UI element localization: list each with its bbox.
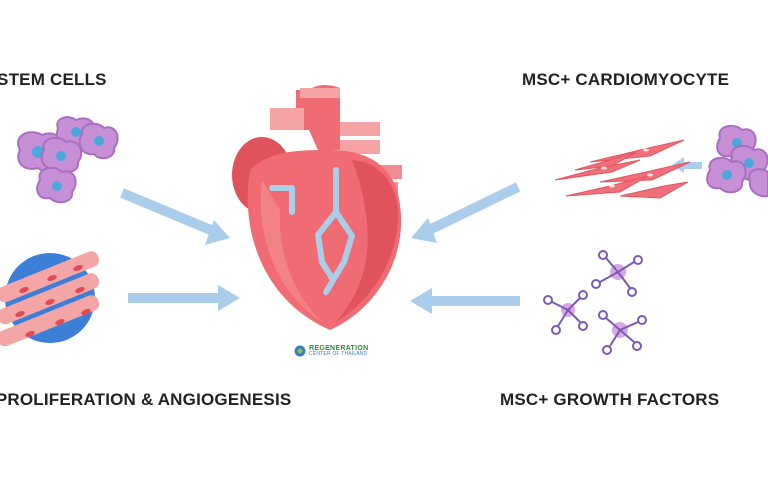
stem-cell	[748, 168, 768, 198]
label-stem-cells: + STEM CELLS	[0, 70, 107, 89]
label-proliferation-angiogenesis: . PROLIFERATION & ANGIOGENESIS	[0, 390, 292, 409]
growth-factor	[591, 250, 643, 297]
stem-cell	[78, 122, 119, 160]
proliferation-illustration	[0, 251, 100, 347]
logo-sub-text: CENTER OF THAILAND	[309, 351, 368, 357]
stem-cell	[40, 136, 83, 174]
stem-cell	[706, 156, 747, 194]
growth-factor	[543, 290, 588, 335]
arrow-bottom-right	[410, 288, 520, 314]
growth-factors-illustration	[543, 250, 647, 355]
stem-cells-right-illustration	[706, 124, 768, 198]
stem-cell	[36, 166, 77, 204]
arrow-bottom-left	[128, 285, 240, 311]
stem-cells-illustration	[17, 116, 119, 204]
growth-factor	[598, 310, 647, 355]
arrow-top-left	[120, 188, 230, 245]
arrow-top-right	[411, 182, 521, 243]
cardiomyocytes-illustration	[554, 139, 691, 199]
regeneration-logo: REGENERATION CENTER OF THAILAND	[294, 345, 368, 357]
label-cardiomyocyte: MSC+ CARDIOMYOCYTE	[522, 70, 730, 89]
logo-main-text: REGENERATION	[309, 345, 369, 352]
heart-illustration	[232, 84, 402, 330]
label-growth-factors: MSC+ GROWTH FACTORS	[500, 390, 720, 409]
logo-mark-icon	[294, 345, 306, 357]
